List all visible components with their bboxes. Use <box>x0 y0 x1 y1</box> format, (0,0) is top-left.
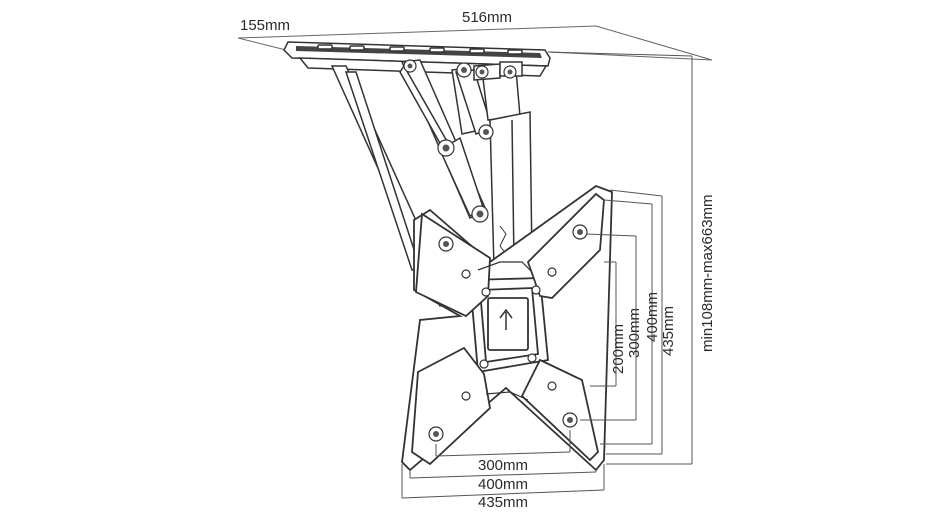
horizontal-400-label: 400mm <box>478 476 528 493</box>
vesa-300-label: 300mm <box>626 308 643 358</box>
vertical-dimension-lines <box>547 51 693 465</box>
vesa-screws <box>428 224 588 442</box>
horizontal-300-label: 300mm <box>478 457 528 474</box>
horizontal-dimension-lines <box>401 430 605 499</box>
vesa-435-label: 435mm <box>660 306 677 356</box>
arm-linkage <box>330 59 533 308</box>
ceiling-plate <box>283 41 551 77</box>
vesa-400-label: 400mm <box>644 292 661 342</box>
top-dimension-lines <box>237 25 713 61</box>
vesa-plate <box>401 184 613 472</box>
horizontal-435-label: 435mm <box>478 494 528 511</box>
pivot-bolts <box>403 59 517 223</box>
vesa-200-label: 200mm <box>610 324 627 374</box>
depth-dimension-label: 155mm <box>240 17 290 34</box>
width-dimension-label: 516mm <box>462 9 512 26</box>
height-range-label: min108mm-max663mm <box>699 194 716 352</box>
